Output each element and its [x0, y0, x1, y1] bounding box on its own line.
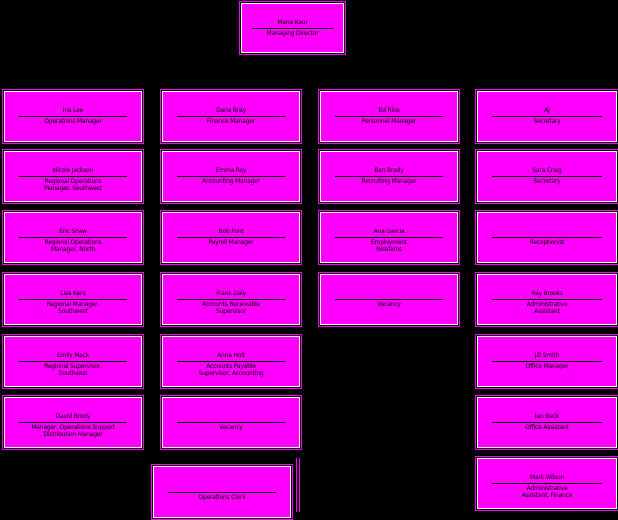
- divider-line: [177, 237, 285, 238]
- job-title: Office Manager: [525, 363, 569, 370]
- person-name: Mana Kaur: [277, 19, 308, 26]
- divider-line: [492, 422, 602, 423]
- job-title: Vacancy: [219, 424, 243, 431]
- org-box-head-3[interactable]: AJ Secretary: [475, 89, 618, 144]
- person-name: Mark Wilson: [529, 474, 565, 481]
- divider-line: [492, 237, 602, 238]
- person-name: Dana Bray: [216, 107, 246, 114]
- job-title: Vacancy: [377, 301, 401, 308]
- divider-line: [335, 176, 443, 177]
- person-name: Nicole Jackson: [52, 167, 94, 174]
- job-title: Receptionist: [529, 239, 565, 246]
- connector-line: [296, 458, 297, 512]
- divider-line: [177, 299, 285, 300]
- org-box-bottom[interactable]: Operations Clerk: [151, 464, 293, 520]
- job-title: Finance Manager: [206, 118, 256, 125]
- job-title: Operations Manager: [44, 118, 102, 125]
- job-title: Operations Clerk: [198, 494, 246, 501]
- person-name: Ed Rice: [378, 107, 400, 114]
- job-title: Managing Director: [266, 30, 319, 37]
- person-name: Eric Shaw: [59, 228, 87, 235]
- divider-line: [177, 361, 285, 362]
- divider-line: [492, 483, 602, 484]
- job-title: Accounts Payable Supervisor, Accounting: [198, 363, 264, 377]
- person-name: Emma Roy: [215, 167, 247, 174]
- divider-line: [492, 299, 602, 300]
- person-name: Jill Smith: [534, 352, 560, 359]
- person-name: Frank Daly: [216, 290, 246, 297]
- divider-line: [492, 176, 602, 177]
- org-box-3-2[interactable]: Receptionist: [475, 210, 618, 265]
- job-title: Regional Manager, Southwest: [46, 301, 100, 315]
- divider-line: [492, 116, 602, 117]
- divider-line: [19, 116, 127, 117]
- job-title: Employment Relations: [370, 239, 408, 253]
- job-title: Regional Operations Manager, North: [44, 239, 102, 253]
- divider-line: [19, 422, 127, 423]
- job-title: Accounting Manager: [201, 178, 261, 185]
- person-name: Anna Holt: [217, 352, 245, 359]
- person-name: Ben Brady: [374, 167, 404, 174]
- person-name: Ian Beck: [534, 413, 560, 420]
- person-name: Lisa Kent: [60, 290, 86, 297]
- divider-line: [335, 116, 443, 117]
- person-name: Emily Mack: [56, 352, 90, 359]
- divider-line: [19, 176, 127, 177]
- person-name: Bob Ford: [218, 228, 244, 235]
- divider-line: [19, 237, 127, 238]
- job-title: Secretary: [533, 178, 561, 185]
- job-title: Administrative Assistant, Finance: [521, 485, 573, 499]
- job-title: Personnel Manager: [361, 118, 417, 125]
- divider-line: [335, 299, 443, 300]
- job-title: Regional Operations Manager, Southwest: [43, 178, 103, 192]
- divider-line: [177, 116, 285, 117]
- job-title: Regional Supervisor, Southeast: [44, 363, 102, 377]
- person-name: Ina Lee: [62, 107, 84, 114]
- job-title: Manager, Operations Support Distribution…: [31, 424, 115, 438]
- divider-line: [19, 299, 127, 300]
- job-title: Office Assistant: [525, 424, 569, 431]
- divider-line: [177, 176, 285, 177]
- divider-line: [492, 361, 602, 362]
- divider-line: [168, 492, 276, 493]
- person-name: Ray Brooks: [531, 290, 563, 297]
- job-title: Accounts Receivable Supervisor: [201, 301, 261, 315]
- job-title: Recruiting Manager: [361, 178, 417, 185]
- person-name: AJ: [544, 107, 550, 114]
- org-box-2-3[interactable]: Vacancy: [318, 272, 460, 327]
- connector-line: [299, 458, 300, 512]
- org-box-1-5[interactable]: Vacancy: [160, 395, 302, 450]
- person-name: Sara Craig: [532, 167, 562, 174]
- divider-line: [19, 361, 127, 362]
- job-title: Payroll Manager: [208, 239, 254, 246]
- divider-line: [252, 28, 333, 29]
- person-name: Ana Garcia: [373, 228, 405, 235]
- divider-line: [335, 237, 443, 238]
- job-title: Secretary: [533, 118, 561, 125]
- divider-line: [177, 422, 285, 423]
- job-title: Administrative Assistant: [526, 301, 568, 315]
- person-name: David Brody: [55, 413, 91, 420]
